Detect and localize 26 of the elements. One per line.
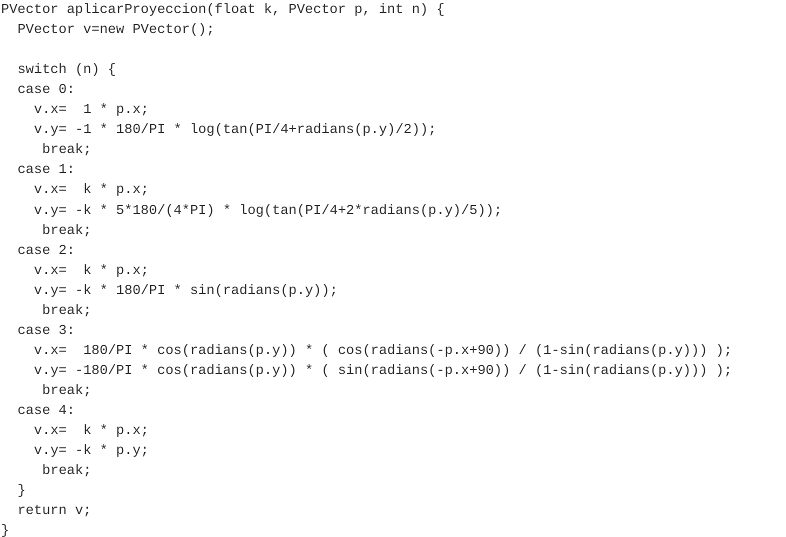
code-line: break;: [42, 224, 92, 240]
code-line: case 0:: [17, 83, 75, 100]
code-line: PVector v=new PVector();: [17, 23, 215, 40]
code-line: break;: [42, 464, 92, 480]
code-line: v.y= -k * 5*180/(4*PI) * log(tan(PI/4+2*radians(p.y)/5));: [34, 204, 502, 220]
code-line: v.x= k * p.x;: [34, 183, 149, 200]
code-line: v.x= k * p.x;: [34, 424, 149, 440]
code-line: break;: [42, 304, 92, 320]
code-line: }: [17, 484, 26, 500]
code-line: v.y= -k * p.y;: [34, 444, 149, 460]
code-line: v.x= 180/PI * cos(radians(p.y)) * ( cos(radians(-p.x+90)) / (1-sin(radians(p.y))) );: [34, 344, 732, 360]
code-line: }: [1, 524, 10, 537]
code-line: case 3:: [17, 324, 75, 340]
code-line: v.y= -k * 180/PI * sin(radians(p.y));: [34, 284, 338, 300]
code-line: v.y= -180/PI * cos(radians(p.y)) * ( sin(radians(-p.x+90)) / (1-sin(radians(p.y))) );: [34, 364, 732, 380]
code-line: switch (n) {: [17, 63, 116, 80]
code-line: return v;: [17, 504, 92, 520]
code-line: case 1:: [17, 163, 75, 180]
code-line: break;: [42, 143, 92, 160]
code-line: PVector aplicarProyeccion(float k, PVector p, int n) {: [1, 3, 445, 19]
code-line: v.x= k * p.x;: [34, 264, 149, 280]
code-line: v.y= -1 * 180/PI * log(tan(PI/4+radians(p.y)/2));: [34, 123, 436, 140]
code-line: v.x= 1 * p.x;: [34, 103, 149, 120]
code-line: case 4:: [17, 404, 75, 420]
code-line: break;: [42, 384, 92, 400]
code-line: case 2:: [17, 244, 75, 260]
